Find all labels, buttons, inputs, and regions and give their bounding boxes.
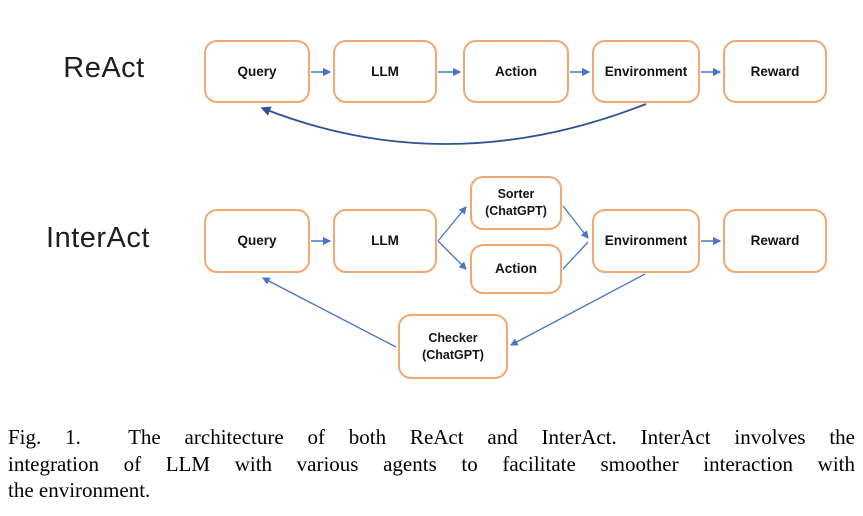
interact-node-action-label: Action xyxy=(495,261,537,276)
react-node-llm: LLM xyxy=(333,40,437,103)
react-node-action-label: Action xyxy=(495,63,537,79)
arrow-react-environment-feedback-to-query xyxy=(260,103,647,145)
interact-node-query-label: Query xyxy=(237,233,277,248)
interact-node-llm: LLM xyxy=(333,209,437,273)
architecture-diagram: ReAct InterAct Query LLM Action Environm… xyxy=(46,40,827,379)
react-node-action: Action xyxy=(463,40,569,103)
react-node-environment-label: Environment xyxy=(604,63,688,79)
interact-node-checker: Checker (ChatGPT) xyxy=(398,314,508,379)
react-row-label: ReAct xyxy=(63,52,145,84)
interact-node-checker-label-line2: (ChatGPT) xyxy=(422,347,484,362)
arrow-layer xyxy=(260,67,722,348)
arrow-interact-action-to-environment xyxy=(562,241,589,270)
interact-node-sorter-label-line2: (ChatGPT) xyxy=(485,204,547,218)
figure-caption: Fig. 1. The architecture of both ReAct a… xyxy=(8,424,855,504)
react-node-reward: Reward xyxy=(723,40,827,103)
interact-node-action: Action xyxy=(470,244,562,294)
react-node-query-label: Query xyxy=(237,63,277,79)
react-node-reward-label: Reward xyxy=(750,63,800,79)
interact-node-reward: Reward xyxy=(723,209,827,273)
arrow-interact-sorter-to-environment xyxy=(562,205,589,239)
interact-node-reward-label: Reward xyxy=(750,233,800,248)
interact-node-sorter-label-line1: Sorter xyxy=(497,187,535,201)
arrow-interact-checker-to-query xyxy=(261,277,397,348)
interact-node-query: Query xyxy=(204,209,310,273)
arrow-interact-llm-to-action xyxy=(437,240,467,270)
interact-node-llm-label: LLM xyxy=(371,233,399,248)
arrow-interact-environment-to-checker xyxy=(509,273,646,346)
arrow-interact-llm-to-sorter xyxy=(437,206,467,242)
caption-line-1: Fig. 1. The architecture of both ReAct a… xyxy=(8,425,855,449)
react-node-llm-label: LLM xyxy=(371,63,399,79)
caption-line-2: integration of LLM with various agents t… xyxy=(8,451,855,476)
react-node-environment: Environment xyxy=(592,40,700,103)
interact-node-checker-label-line1: Checker xyxy=(428,330,478,345)
react-node-query: Query xyxy=(204,40,310,103)
interact-node-sorter: Sorter (ChatGPT) xyxy=(470,176,562,230)
caption-line-3: the environment. xyxy=(8,478,151,502)
interact-node-environment: Environment xyxy=(592,209,700,273)
interact-row-label: InterAct xyxy=(46,222,150,254)
interact-node-environment-label: Environment xyxy=(604,233,688,248)
